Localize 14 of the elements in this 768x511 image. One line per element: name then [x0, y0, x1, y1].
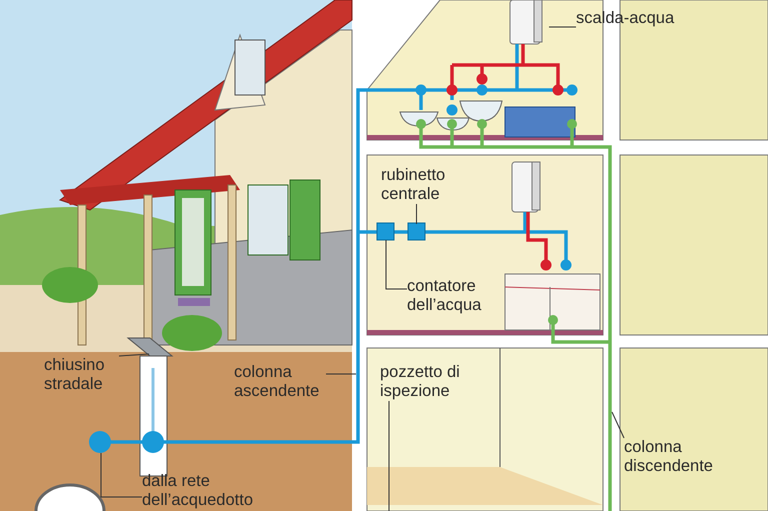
callout-label: pozzetto di ispezione	[380, 363, 480, 401]
callout-label: dalla rete dell’acquedotto	[142, 472, 267, 510]
callout-label: colonna discendente	[624, 438, 724, 476]
leader-line	[386, 240, 408, 290]
leader-line	[100, 452, 142, 498]
callout-label: contatore dell’acqua	[407, 277, 497, 315]
leader-line	[388, 400, 390, 511]
callout-label: chiusino stradale	[44, 356, 119, 394]
leader-line	[548, 26, 576, 28]
callout-label: colonna ascendente	[234, 363, 326, 401]
callout-label: rubinetto centrale	[381, 166, 461, 204]
leader-line	[612, 412, 624, 438]
leader-line	[416, 204, 417, 224]
leader-line	[118, 354, 150, 356]
